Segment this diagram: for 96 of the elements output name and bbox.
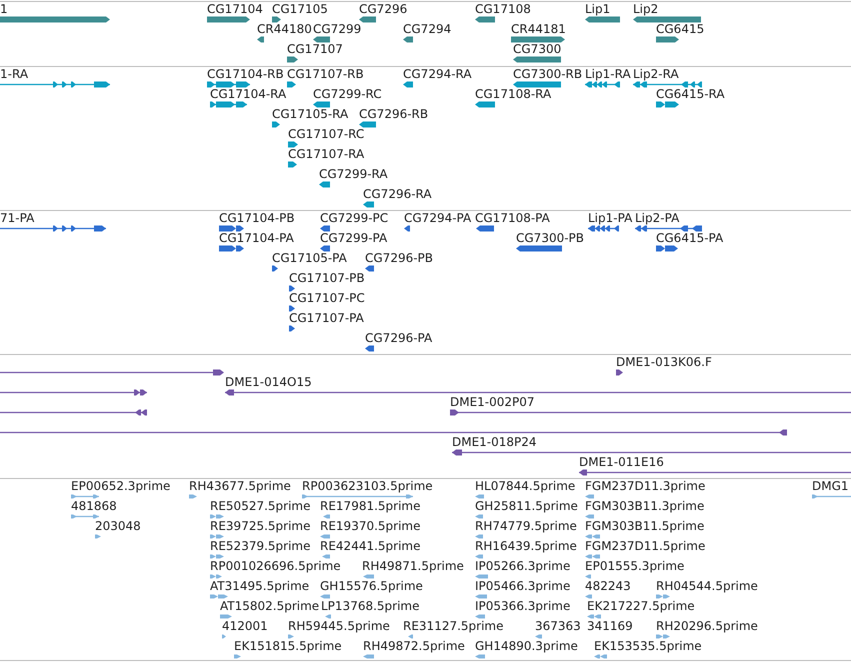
gene-label: CG17105 [272,3,328,15]
protein-label: CG17105-PA [272,252,347,264]
est-label: RH49872.5prime [363,640,465,652]
protein-label: CG7296-PB [365,252,434,264]
est-label: RH59445.5prime [288,620,390,632]
est-label: RE17981.5prime [320,500,420,512]
protein-label: CG17104-PA [219,232,294,244]
gene-label: CG17107 [287,43,343,55]
est-label: EP01555.3prime [585,560,684,572]
transcript-label: CG17104-RA [210,88,286,100]
gene-label: CG7296 [359,3,408,15]
est-label: AT31495.5prime [210,580,310,592]
est-label: 341169 [587,620,633,632]
transcript-label: CG7296-RB [359,108,428,120]
protein-label: CG7296-PA [365,332,432,344]
est-label: DMG1 [812,480,849,492]
est-label: FGM237D11.5prime [585,540,706,552]
clone-label: DME1-013K06.F [616,356,712,368]
est-label: EK217227.5prime [587,600,695,612]
est-label: IP05266.3prime [475,560,570,572]
gene-label: CG7294 [403,23,452,35]
est-label: RH04544.5prime [656,580,758,592]
est-label: 412001 [222,620,268,632]
est-label: IP05466.3prime [475,580,570,592]
transcript-label: CG17107-RB [287,68,364,80]
gene-label: CG7300 [513,43,562,55]
est-label: RE31127.5prime [403,620,504,632]
protein-label: CG17104-PB [219,212,295,224]
transcript-label: 1-RA [0,68,28,80]
est-label: EK151815.5prime [234,640,342,652]
est-label: AT15802.5prime [220,600,320,612]
clone-label: DME1-014O15 [225,376,312,388]
protein-label: CG17107-PC [289,292,365,304]
protein-label: Lip1-PA [588,212,632,224]
est-label: FGM237D11.3prime [585,480,706,492]
est-label: 482243 [585,580,631,592]
gene-label: CG17108 [475,3,531,15]
protein-label: 71-PA [0,212,34,224]
est-label: HL07844.5prime [475,480,576,492]
transcript-label: CG7299-RC [313,88,382,100]
est-label: EP00652.3prime [71,480,170,492]
est-label: RE39725.5prime [210,520,310,532]
gene-label: 1 [0,3,8,15]
protein-label: CG7300-PB [516,232,584,244]
transcript-label: CG7299-RA [319,168,388,180]
protein-label: CG17107-PA [289,312,364,324]
transcript-label: CG17104-RB [207,68,284,80]
clone-label: DME1-002P07 [450,396,535,408]
gene-label: CG17104 [207,3,263,15]
est-label: RE50527.5prime [210,500,310,512]
gene-label: CG6415 [656,23,704,35]
est-label: RH43677.5prime [189,480,291,492]
clone-label: DME1-011E16 [579,456,664,468]
est-label: 367363 [535,620,581,632]
transcript-label: CG17108-RA [475,88,552,100]
est-label: RH16439.5prime [475,540,577,552]
est-label: RE19370.5prime [320,520,420,532]
protein-label: CG7299-PA [320,232,388,244]
est-label: FGM303B11.3prime [585,500,704,512]
est-label: GH15576.5prime [320,580,423,592]
est-label: RH20296.5prime [656,620,758,632]
transcript-label: Lip1-RA [585,68,631,80]
est-label: FGM303B11.5prime [585,520,704,532]
est-label: 481868 [71,500,117,512]
est-label: LP13768.5prime [321,600,420,612]
transcript-label: CG17107-RC [288,128,364,140]
est-label: GH14890.3prime [475,640,578,652]
transcript-label: CG17105-RA [272,108,348,120]
est-label: IP05366.3prime [475,600,570,612]
gene-label: CR44180 [257,23,312,35]
transcript-label: CG17107-RA [288,148,364,160]
protein-label: Lip2-PA [635,212,680,224]
gene-label: CG7299 [313,23,362,35]
transcript-label: CG7300-RB [513,68,582,80]
transcript-label: Lip2-RA [633,68,679,80]
gene-label: Lip1 [585,3,610,15]
est-label: RP001026696.5prime [210,560,341,572]
est-label: 203048 [95,520,141,532]
transcript-label: CG6415-RA [656,88,725,100]
transcript-label: CG7294-RA [403,68,472,80]
est-label: RE52379.5prime [210,540,310,552]
protein-label: CG17108-PA [475,212,550,224]
est-label: GH25811.5prime [475,500,578,512]
clone-label: DME1-018P24 [452,436,537,448]
protein-label: CG17107-PB [289,272,365,284]
protein-label: CG6415-PA [656,232,724,244]
est-label: RH49871.5prime [362,560,464,572]
gene-label: Lip2 [633,3,658,15]
est-label: RE42441.5prime [320,540,420,552]
protein-label: CG7294-PA [404,212,472,224]
est-label: RP003623103.5prime [302,480,433,492]
est-label: RH74779.5prime [475,520,577,532]
protein-label: CG7299-PC [320,212,388,224]
est-label: EK153535.5prime [594,640,702,652]
transcript-label: CG7296-RA [363,188,432,200]
gene-label: CR44181 [511,23,566,35]
